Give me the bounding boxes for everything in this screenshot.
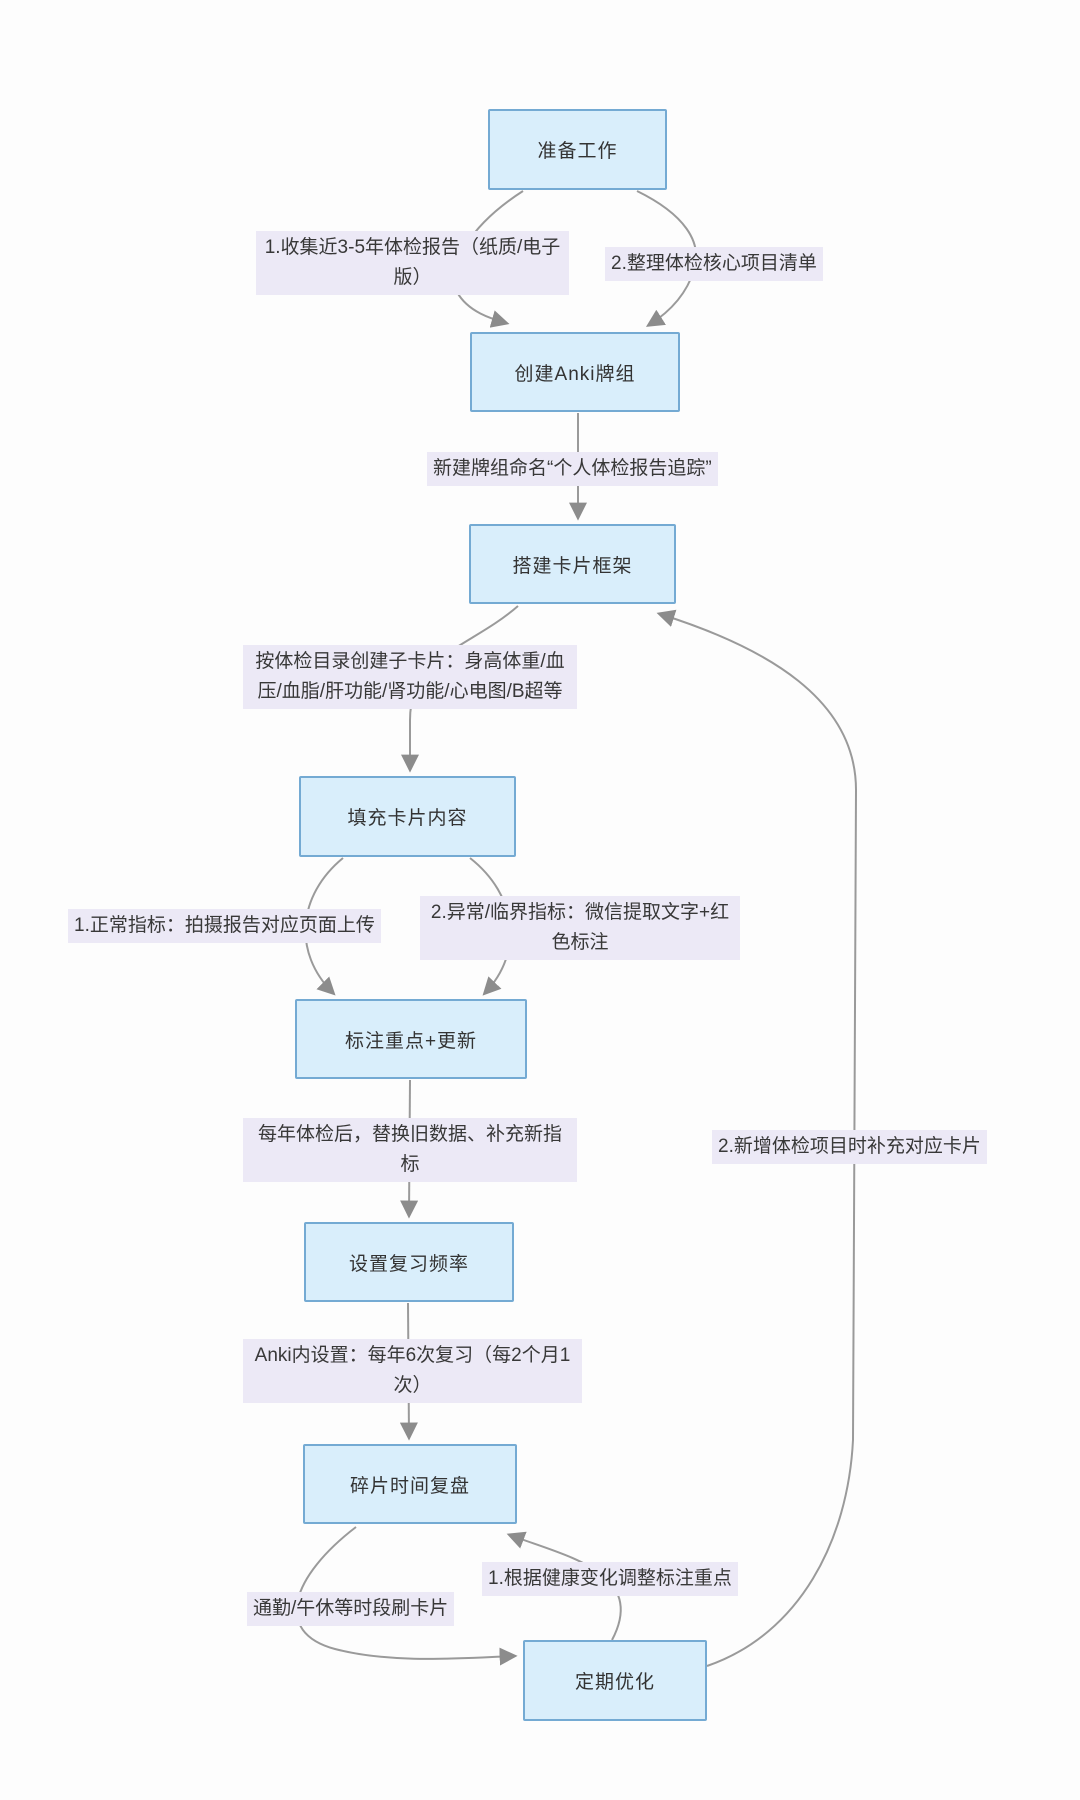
node-periodic-optimization-label: 定期优化 [574, 1672, 655, 1693]
node-fragment-time-review: 碎片时间复盘 [303, 1444, 517, 1524]
node-set-review-frequency-label: 设置复习频率 [348, 1253, 469, 1275]
edge-label-deck-naming: 新建牌组命名“个人体检报告追踪” [427, 452, 718, 486]
node-periodic-optimization: 定期优化 [523, 1640, 707, 1721]
edge-optimize-to-frame [656, 609, 858, 1667]
edge-label-adjust-annotations: 1.根据健康变化调整标注重点 [482, 1562, 738, 1596]
edge-label-annual-data-update: 每年体检后，替换旧数据、补充新指标 [243, 1118, 577, 1182]
node-preparation-label: 准备工作 [537, 141, 618, 162]
edge-review-to-optimize [295, 1526, 518, 1666]
node-build-card-frame-label: 搭建卡片框架 [512, 555, 633, 577]
edge-label-normal-indicators: 1.正常指标：拍摄报告对应页面上传 [68, 909, 381, 943]
node-fragment-time-review-label: 碎片时间复盘 [349, 1475, 470, 1497]
edge-label-new-checkup-items: 2.新增体检项目时补充对应卡片 [712, 1130, 987, 1164]
edge-label-anki-settings: Anki内设置：每年6次复习（每2个月1次） [243, 1339, 582, 1403]
node-fill-card-content-label: 填充卡片内容 [347, 808, 468, 829]
node-create-anki-deck: 创建Anki牌组 [470, 332, 680, 412]
node-preparation: 准备工作 [488, 109, 667, 190]
edge-label-organize-core-items: 2.整理体检核心项目清单 [605, 247, 823, 281]
edge-label-create-subcards: 按体检目录创建子卡片：身高体重/血压/血脂/肝功能/肾功能/心电图/B超等 [243, 645, 577, 709]
edge-label-commute-review: 通勤/午休等时段刷卡片 [247, 1592, 455, 1626]
node-annotate-and-update: 标注重点+更新 [295, 999, 527, 1079]
node-annotate-and-update-label: 标注重点+更新 [344, 1030, 478, 1052]
node-build-card-frame: 搭建卡片框架 [469, 524, 676, 604]
edge-label-collect-reports: 1.收集近3-5年体检报告（纸质/电子版） [256, 231, 569, 295]
edge-label-abnormal-indicators: 2.异常/临界指标：微信提取文字+红色标注 [420, 896, 740, 960]
node-create-anki-deck-label: 创建Anki牌组 [514, 363, 636, 385]
node-fill-card-content: 填充卡片内容 [299, 776, 516, 857]
node-set-review-frequency: 设置复习频率 [304, 1222, 514, 1302]
